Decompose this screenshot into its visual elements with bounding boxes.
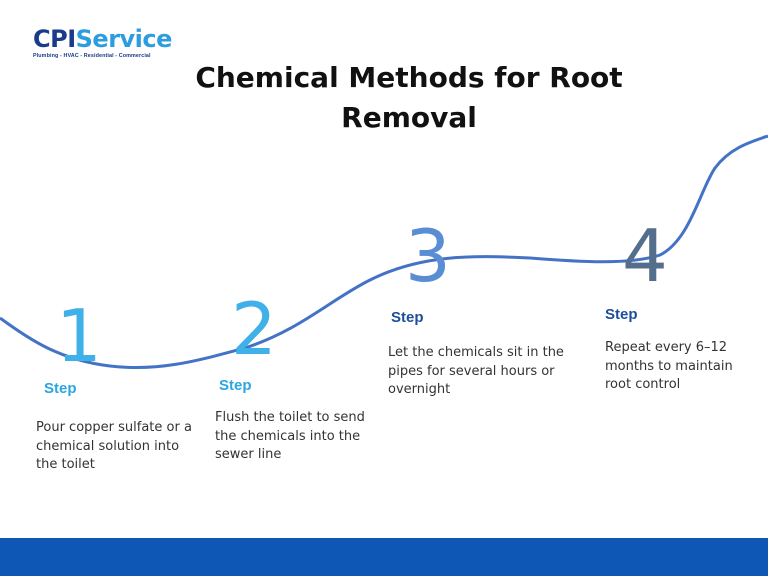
footer-bar [0,538,768,576]
curve-line [0,134,768,370]
step-1-number: 1 [56,294,102,378]
step-1-label: Step [44,380,77,397]
step-3-number: 3 [405,214,451,298]
logo-wordmark: CPIService [33,26,172,52]
logo-service-text: Service [75,25,173,53]
step-1-text: Pour copper sulfate or a chemical soluti… [36,420,192,472]
step-2-number: 2 [231,287,277,371]
logo-cpi-text: CPI [33,25,76,53]
step-4-label: Step [605,306,638,323]
step-4-text: Repeat every 6–12 months to maintain roo… [605,340,733,392]
step-3-text: Let the chemicals sit in the pipes for s… [388,345,564,397]
step-3-label: Step [391,309,424,326]
step-2-label: Step [219,377,252,394]
step-2-text: Flush the toilet to send the chemicals i… [215,410,365,462]
step-4-number: 4 [622,214,668,298]
logo-tagline: Plumbing - HVAC - Residential - Commerci… [33,53,151,59]
company-logo: CPIService Plumbing - HVAC - Residential… [33,26,172,59]
page-title: Chemical Methods for Root Removal [195,61,623,134]
